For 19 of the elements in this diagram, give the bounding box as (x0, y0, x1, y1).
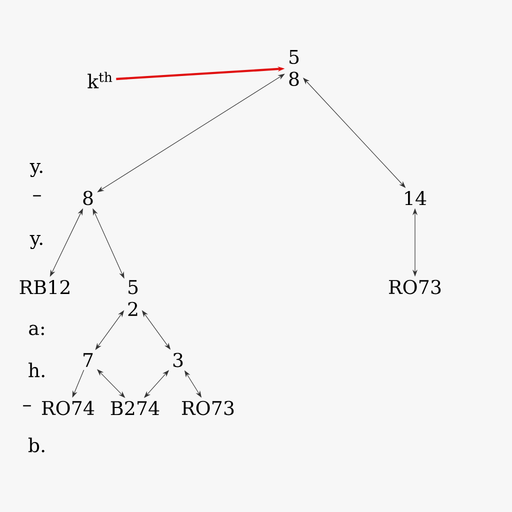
node-label: 7 (84, 353, 93, 367)
node-label: B274 (110, 400, 160, 416)
side-label: h. (28, 362, 44, 378)
side-label: – (23, 405, 31, 406)
node-label: RO73 (389, 280, 441, 294)
node-label: 5 2 (128, 280, 138, 316)
node-label: k$^{th}$ (88, 72, 112, 88)
node-label: 5 8 (289, 50, 299, 86)
node-label: 8 (83, 190, 93, 206)
node-label: 14 (405, 190, 426, 206)
side-label: – (33, 195, 41, 196)
side-label: y. (30, 234, 42, 250)
node-label: RO74 (42, 400, 94, 416)
side-label: a: (29, 324, 44, 336)
side-label: b. (28, 438, 44, 452)
node-label: RO73 (182, 400, 234, 416)
node-label: 3 (173, 352, 183, 368)
side-label: y. (30, 162, 42, 178)
node-label: RB12 (20, 280, 70, 294)
